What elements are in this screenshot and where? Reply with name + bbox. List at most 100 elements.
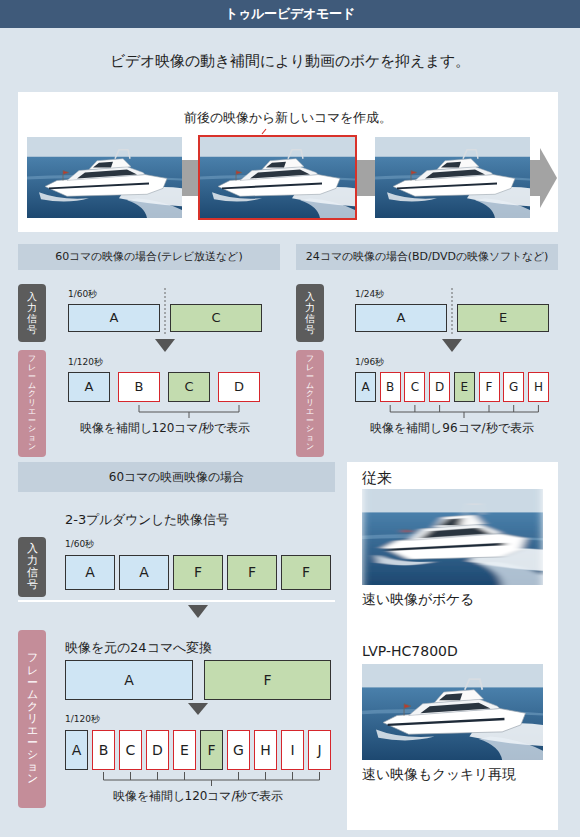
down-triangle [442,339,462,352]
original-frame: A [65,555,115,590]
frame-letter: E [180,742,189,759]
section-header: 60コマの映像の場合(テレビ放送など) [18,244,280,270]
interpolated-frame: J [308,730,331,770]
section-title: 24コマの映像の場合(BD/DVDの映像ソフトなど) [306,250,549,263]
interpolated-frame: D [429,372,450,402]
original-frame: F [200,730,223,770]
panel-text: 速い映像もクッキリ再現 [362,766,516,783]
sequence-arrow [540,148,557,208]
time-label: 1/60秒 [65,539,94,550]
time-label: 1/24秒 [355,289,384,300]
tab-label: 入力信号 [305,291,315,335]
note-label: 映像を補間し120コマ/秒で表示 [80,421,251,435]
original-frame: F [173,555,223,590]
section-title: 60コマの映画映像の場合 [109,470,244,484]
leader-line [262,129,266,134]
frame-creation-tab: フレームクリエーション [18,350,46,457]
frame-letter: D [234,379,244,395]
frame-letter: A [72,742,82,759]
original-frame: E [457,304,549,332]
subtitle: ビデオ映像の動き補間により動画のボケを抑えます。 [110,52,470,70]
boat-photo-blurred [362,489,543,585]
frame-letter: G [233,742,244,759]
boat-photo [200,137,355,218]
frame-creation-tab: フレームクリエーション [296,350,324,457]
note-label: 映像を補間し120コマ/秒で表示 [113,789,284,803]
interpolated-frame: E [173,730,196,770]
bracket [139,405,239,418]
tab-label: フレームクリエーション [27,652,38,785]
input-signal-tab: 入力信号 [296,284,324,342]
note-label: 映像を元の24コマへ変換 [65,640,212,656]
photo-panel: 前後の映像から新しいコマを作成。 [18,92,558,232]
boat-photo-sharp [362,664,543,760]
frame-letter: E [499,310,507,326]
highlight-frame [199,136,356,219]
original-frame: A [65,660,193,700]
original-frame: E [454,372,475,402]
original-frame: A [355,304,447,332]
frame-letter: H [260,742,271,759]
frame-letter: F [486,380,493,394]
boat-photo [27,137,530,218]
section-title: 60コマの映像の場合(テレビ放送など) [55,250,243,263]
interpolated-frame: D [218,372,260,402]
original-frame: A [68,304,160,332]
frame-letter: A [85,564,95,581]
interpolated-frame: C [119,730,142,770]
interpolated-frame: H [528,372,549,402]
down-triangle [188,703,208,715]
note-label: 映像を補間し96コマ/秒で表示 [370,421,533,435]
frame-letter: B [135,379,144,395]
frame-letter: F [263,672,271,689]
down-triangle [188,605,208,618]
frame-letter: F [248,564,256,581]
frame-letter: D [152,742,163,759]
frame-letter: A [110,310,119,326]
interpolated-frame: H [254,730,277,770]
title-bar: トゥルービデオモード [0,0,580,28]
frame-letter: J [317,742,321,759]
interpolated-frame: B [118,372,160,402]
interpolated-frame: G [227,730,250,770]
top-panel-ground [18,92,558,830]
boat-photo-blurred [362,489,543,585]
boat-photo [27,137,182,218]
top-panel-ground [18,92,558,232]
original-frame: F [227,555,277,590]
down-triangle [155,339,175,352]
tab-label: 入力信号 [27,543,38,591]
frame-letter: A [397,310,406,326]
tab-label: フレームクリエーション [306,355,314,452]
boat-photo-sharp [362,664,543,760]
panel-caption: 前後の映像から新しいコマを作成。 [184,110,392,126]
original-frame: F [204,660,331,700]
panel-text: LVP-HC7800D [362,643,458,660]
frame-letter: A [139,564,149,581]
interpolated-frame: I [281,730,304,770]
frame-letter: E [461,380,469,394]
frame-letter: C [411,380,419,394]
interpolated-frame: B [380,372,401,402]
input-signal-tab: 入力信号 [18,284,46,342]
frame-letter: C [184,379,193,395]
original-frame: A [65,730,88,770]
interpolated-frame: C [404,372,425,402]
panel-text: 速い映像がボケる [362,591,474,608]
photo-panel: 従来速い映像がボケるLVP-HC7800D速い映像もクッキリ再現 [347,462,558,830]
time-label: 1/120秒 [65,714,100,725]
frame-creation-tab: フレームクリエーション [18,630,46,808]
tab-label: 入力信号 [27,291,37,335]
note-label: 2-3プルダウンした映像信号 [65,512,229,528]
interpolated-frame: F [479,372,500,402]
interpolated-frame: B [92,730,115,770]
section-header: 24コマの映像の場合(BD/DVDの映像ソフトなど) [296,244,558,270]
frame-letter: I [290,742,294,759]
frame-letter: B [99,742,109,759]
section-header: 60コマの映画映像の場合 [18,462,335,492]
original-frame: C [168,372,210,402]
page-title: トゥルービデオモード [225,6,355,22]
frame-letter: G [509,380,518,394]
